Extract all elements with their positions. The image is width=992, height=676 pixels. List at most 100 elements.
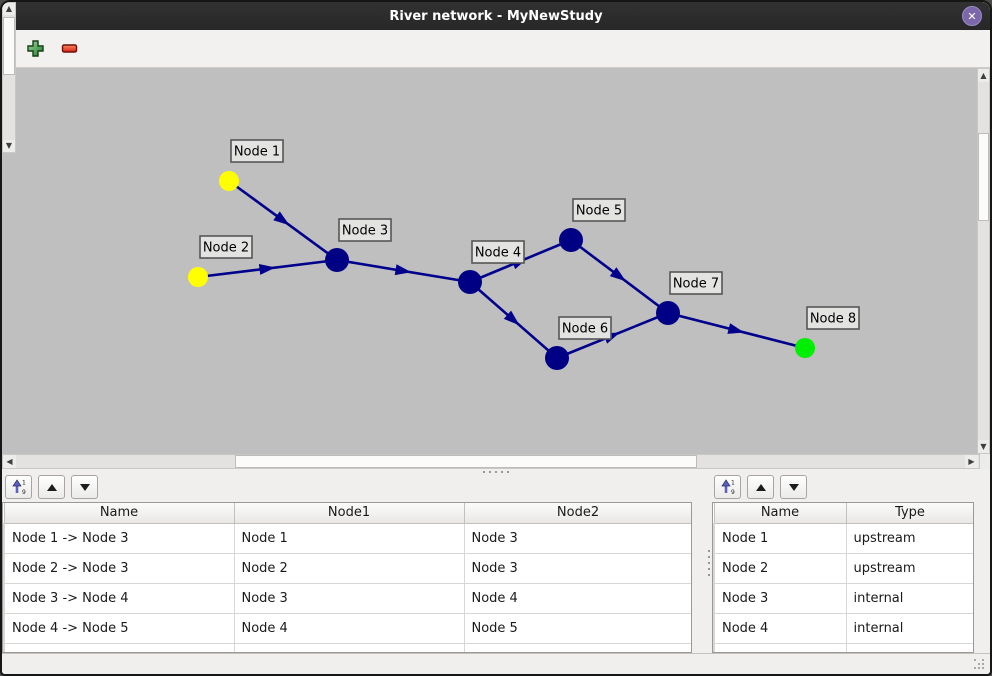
move-node-down-button[interactable] — [780, 475, 807, 499]
table-cell[interactable]: Node 3 — [464, 523, 691, 554]
sort-ascending-icon: 1 9 — [720, 479, 735, 495]
table-cell[interactable]: upstream — [846, 523, 973, 554]
svg-text:1: 1 — [731, 480, 735, 487]
node-label: Node 5 — [572, 198, 626, 222]
table-cell[interactable]: Node 2 -> Node 3 — [3, 553, 235, 584]
node-label: Node 6 — [558, 316, 612, 340]
move-branch-down-button[interactable] — [71, 475, 98, 499]
splitter-grip-icon — [708, 550, 710, 576]
titlebar[interactable]: River network - MyNewStudy ✕ — [2, 2, 990, 30]
svg-text:9: 9 — [22, 489, 26, 495]
table-cell[interactable] — [464, 643, 691, 652]
table-cell[interactable] — [713, 643, 847, 652]
table-cell[interactable]: Node 5 — [464, 613, 691, 644]
horizontal-splitter[interactable] — [2, 469, 990, 474]
table-cell[interactable]: Node 3 — [464, 553, 691, 584]
table-cell[interactable]: Node 4 -> Node 5 — [3, 613, 235, 644]
table-cell[interactable]: upstream — [846, 553, 973, 584]
scroll-down-button[interactable]: ▼ — [978, 440, 989, 453]
vscroll-thumb[interactable] — [978, 133, 989, 221]
table-cell[interactable]: Node 2 — [234, 553, 465, 584]
scroll-up-button[interactable]: ▲ — [978, 69, 989, 82]
table-cell[interactable] — [846, 643, 973, 652]
table-cell[interactable]: Node 1 — [234, 523, 465, 554]
node-label: Node 7 — [669, 271, 723, 295]
edge-arrow-icon — [258, 264, 276, 275]
column-header-node1[interactable]: Node1 — [233, 503, 465, 524]
network-node[interactable] — [325, 248, 349, 272]
column-header-name[interactable]: Name — [3, 503, 235, 524]
scroll-corner — [980, 454, 990, 469]
table-vscroll-thumb[interactable] — [3, 17, 15, 75]
svg-text:1: 1 — [22, 480, 26, 487]
table-cell[interactable]: internal — [846, 613, 973, 644]
network-node[interactable] — [219, 171, 239, 191]
table-cell[interactable]: Node 3 — [234, 583, 465, 614]
sort-branches-button[interactable]: 1 9 — [5, 475, 32, 499]
svg-text:Node 1: Node 1 — [234, 145, 280, 160]
resize-grip-icon[interactable] — [974, 659, 986, 671]
sort-ascending-icon: 1 9 — [11, 479, 26, 495]
sort-nodes-button[interactable]: 1 9 — [714, 475, 741, 499]
branch-row[interactable] — [3, 643, 691, 652]
node-label: Node 1 — [230, 139, 284, 163]
network-node[interactable] — [656, 301, 680, 325]
table-cell[interactable]: Node 2 — [713, 553, 847, 584]
hscroll-thumb[interactable] — [235, 455, 697, 468]
close-button[interactable]: ✕ — [962, 6, 982, 26]
column-header-type[interactable]: Type — [845, 503, 973, 524]
edge-arrow-icon — [503, 310, 520, 326]
table-cell[interactable]: Node 4 — [234, 613, 465, 644]
add-node-button[interactable] — [22, 36, 48, 62]
move-branch-up-button[interactable] — [38, 475, 65, 499]
table-cell[interactable]: Node 3 — [713, 583, 847, 614]
column-header-node2[interactable]: Node2 — [463, 503, 691, 524]
svg-text:Node 3: Node 3 — [342, 224, 388, 239]
scroll-up-button[interactable]: ▲ — [3, 3, 15, 15]
network-node[interactable] — [559, 228, 583, 252]
main-toolbar — [2, 30, 990, 68]
up-arrow-icon — [46, 483, 57, 491]
table-cell[interactable] — [234, 643, 465, 652]
svg-text:Node 6: Node 6 — [562, 322, 608, 337]
remove-node-button[interactable] — [56, 36, 82, 62]
network-node[interactable] — [458, 270, 482, 294]
table-cell[interactable]: Node 1 -> Node 3 — [3, 523, 235, 554]
nodes-table-scrollbar[interactable]: ▲ ▼ — [2, 2, 16, 304]
table-cell[interactable]: Node 4 — [464, 583, 691, 614]
table-cell[interactable]: internal — [846, 583, 973, 614]
scroll-left-button[interactable]: ◀ — [3, 455, 16, 468]
network-node[interactable] — [188, 267, 208, 287]
svg-text:Node 4: Node 4 — [475, 246, 521, 261]
svg-text:Node 5: Node 5 — [576, 204, 622, 219]
network-node[interactable] — [795, 338, 815, 358]
table-cell[interactable] — [3, 643, 235, 652]
vertical-splitter[interactable] — [706, 473, 712, 653]
node-row[interactable] — [713, 643, 973, 652]
table-cell[interactable]: Node 3 -> Node 4 — [3, 583, 235, 614]
table-cell[interactable]: Node 1 — [713, 523, 847, 554]
scroll-down-button[interactable]: ▼ — [3, 140, 15, 152]
column-header-name[interactable]: Name — [713, 503, 847, 524]
move-node-up-button[interactable] — [747, 475, 774, 499]
splitter-grip-icon — [483, 470, 509, 473]
table-cell[interactable]: Node 4 — [713, 613, 847, 644]
node-label: Node 4 — [471, 240, 525, 264]
nodes-panel-toolbar: 1 9 — [714, 473, 813, 501]
node-label: Node 3 — [338, 218, 392, 242]
scroll-right-button[interactable]: ▶ — [965, 455, 978, 468]
network-node[interactable] — [545, 346, 569, 370]
